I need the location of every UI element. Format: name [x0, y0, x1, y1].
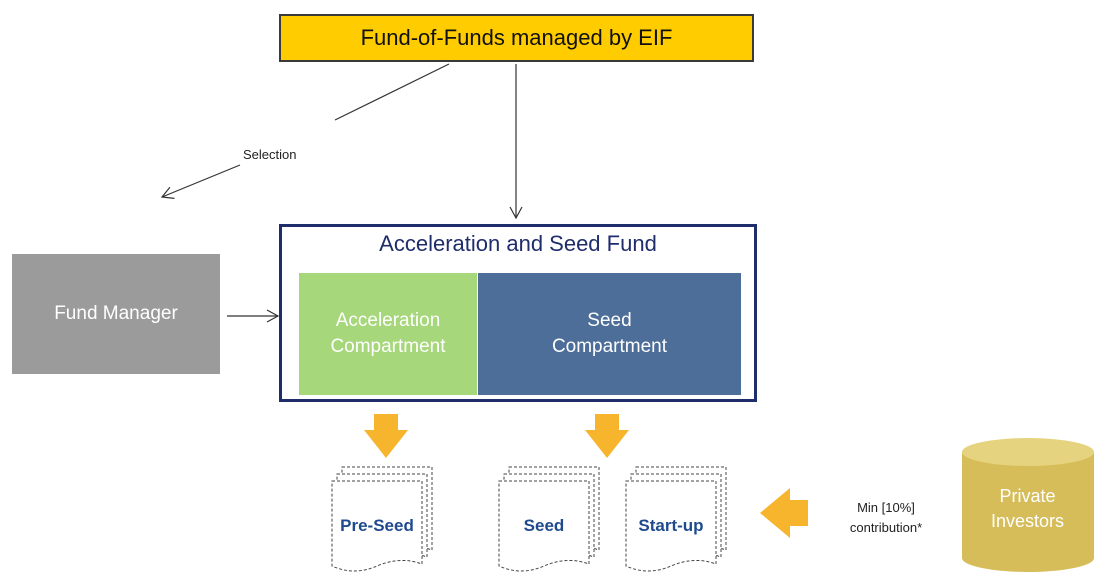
fund-of-funds-box: Fund-of-Funds managed by EIF	[279, 14, 754, 62]
down-arrow-seed	[585, 414, 629, 458]
seed-compartment: Seed Compartment	[478, 273, 741, 395]
acceleration-seed-fund-title: Acceleration and Seed Fund	[379, 231, 657, 256]
doc-label-preseed: Pre-Seed	[340, 516, 414, 535]
document-stack-seed	[498, 466, 600, 572]
private-investors-label: Private Investors	[990, 486, 1065, 531]
document-stack-startup	[625, 466, 727, 572]
selection-arrow-upper	[334, 63, 450, 121]
left-arrow-contribution	[760, 488, 808, 538]
acceleration-compartment: Acceleration Compartment	[299, 273, 477, 395]
private-investors-cylinder	[962, 438, 1094, 572]
document-stack-preseed	[331, 466, 433, 572]
acceleration-compartment-label: Acceleration Compartment	[330, 310, 446, 357]
fund-of-funds-title: Fund-of-Funds managed by EIF	[360, 25, 673, 50]
contribution-line2: contribution*	[849, 520, 923, 535]
seed-compartment-label: Seed Compartment	[551, 310, 668, 357]
doc-label-startup: Start-up	[638, 516, 704, 535]
fund-manager-label: Fund Manager	[54, 303, 178, 324]
selection-arrow-lower	[160, 164, 241, 199]
selection-label: Selection	[243, 147, 297, 162]
fund-manager-box: Fund Manager	[12, 254, 220, 374]
down-arrow-preseed	[364, 414, 408, 458]
contribution-line1: Min [10%]	[857, 500, 915, 515]
doc-label-seed: Seed	[523, 516, 565, 535]
